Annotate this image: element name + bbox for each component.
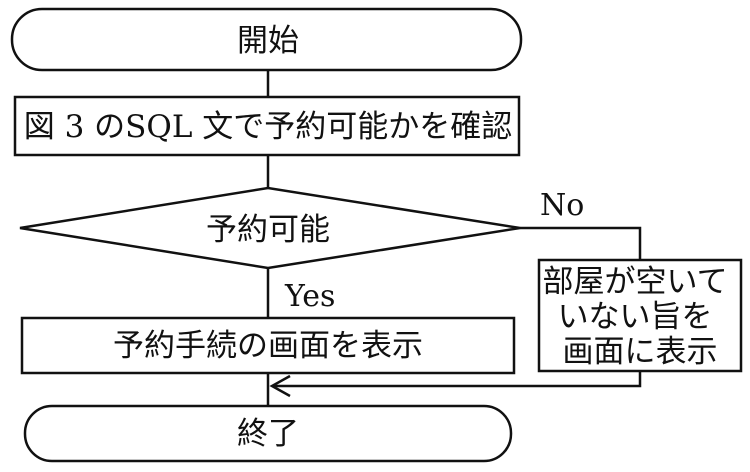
start-terminal: 開始 bbox=[10, 7, 523, 72]
no-action-line-3: 画面に表示 bbox=[563, 334, 718, 370]
decision-diamond: 予約可能 bbox=[19, 186, 521, 270]
no-action-line-1: 部屋が空いて bbox=[543, 264, 728, 300]
end-label: 終了 bbox=[237, 416, 299, 452]
no-action-line-2: いない旨を bbox=[558, 299, 713, 335]
start-label: 開始 bbox=[237, 23, 299, 59]
check-process: 図 3 のSQL 文で予約可能かを確認 bbox=[13, 95, 521, 157]
arrowhead-merge bbox=[269, 374, 291, 398]
no-branch-label: No bbox=[540, 188, 584, 223]
yes-action-process: 予約手続の画面を表示 bbox=[20, 316, 516, 375]
end-terminal: 終了 bbox=[23, 404, 513, 463]
check-label: 図 3 のSQL 文で予約可能かを確認 bbox=[24, 109, 513, 145]
yes-action-label: 予約手続の画面を表示 bbox=[113, 328, 423, 364]
yes-branch-label: Yes bbox=[284, 279, 335, 314]
connector-no-return bbox=[272, 371, 642, 388]
no-action-process: 部屋が空いて いない旨を 画面に表示 bbox=[537, 258, 743, 373]
connector-decision-no bbox=[520, 226, 642, 260]
decision-label: 予約可能 bbox=[206, 212, 330, 248]
no-action-label: 部屋が空いて いない旨を 画面に表示 bbox=[543, 264, 738, 370]
